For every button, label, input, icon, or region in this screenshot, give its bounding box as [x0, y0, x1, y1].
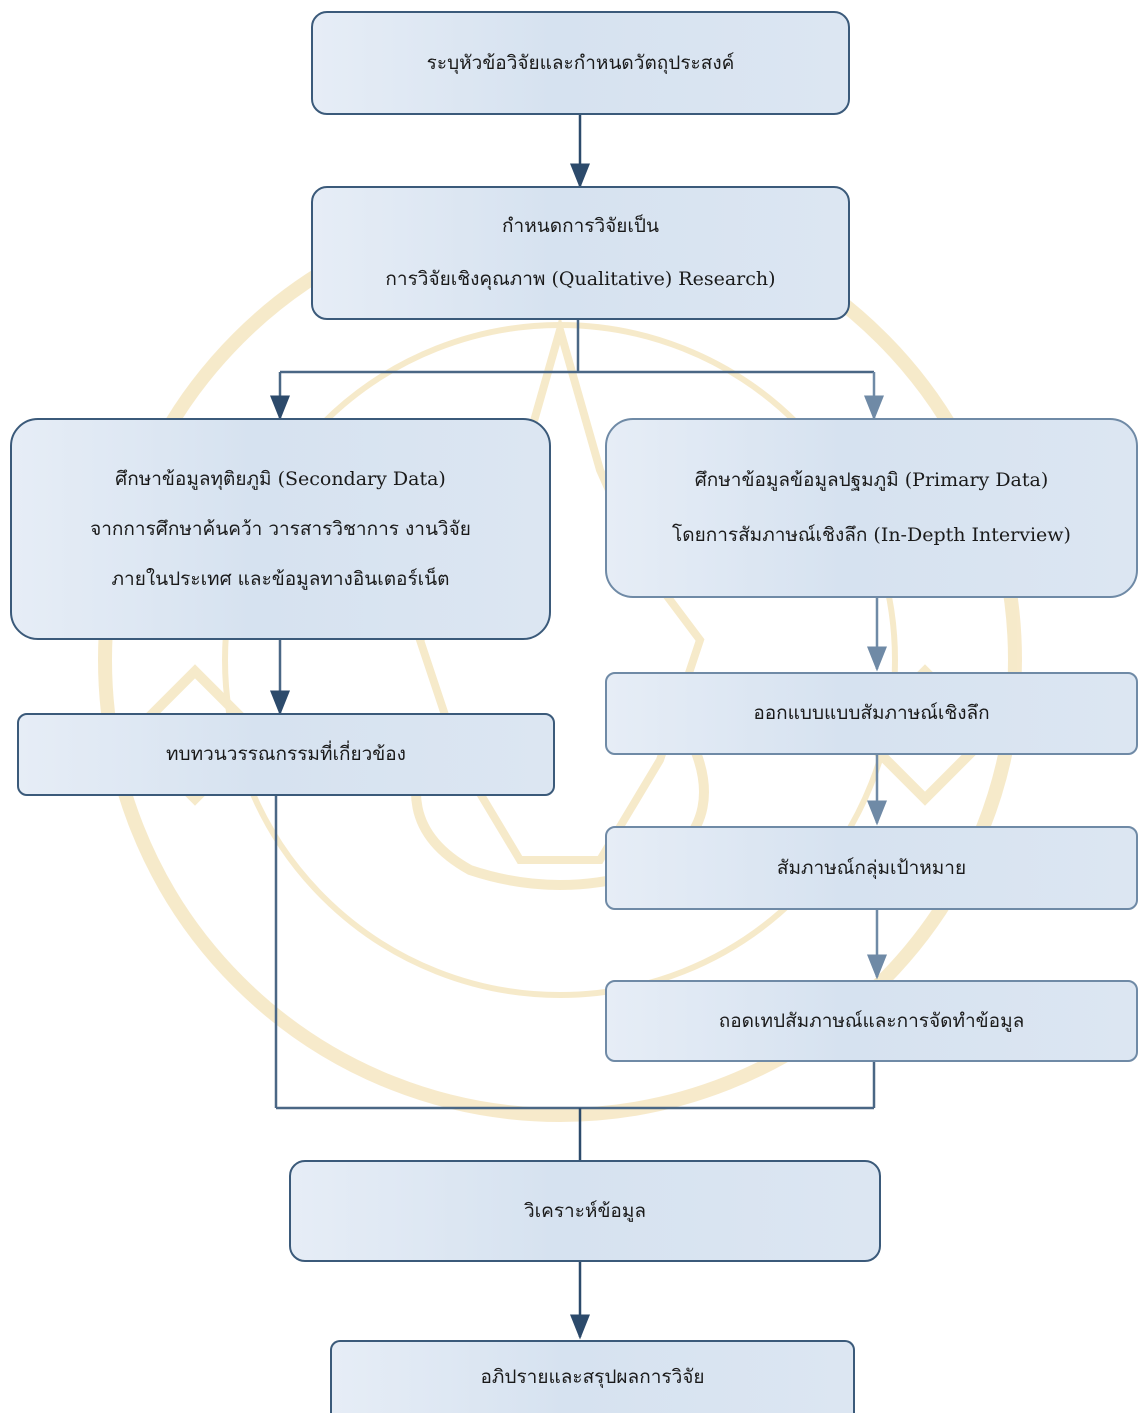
- step-design-interview-text: ออกแบบแบบสัมภาษณ์เชิงลึก: [753, 702, 990, 724]
- step-define-topic-text: ระบุหัวข้อวิจัยและกำหนดวัตถุประสงค์: [426, 51, 735, 74]
- step-conclude: อภิปรายและสรุปผลการวิจัย: [330, 1340, 855, 1413]
- step-primary-data-line2: โดยการสัมภาษณ์เชิงลึก (In-Depth Intervie…: [672, 524, 1071, 546]
- step-secondary-data: ศึกษาข้อมูลทุติยภูมิ (Secondary Data) จา…: [10, 418, 551, 640]
- step-secondary-data-line2: จากการศึกษาค้นคว้า วารสารวิชาการ งานวิจั…: [90, 517, 471, 540]
- step-primary-data-line1: ศึกษาข้อมูลข้อมูลปฐมภูมิ (Primary Data): [694, 469, 1049, 491]
- step-define-topic: ระบุหัวข้อวิจัยและกำหนดวัตถุประสงค์: [311, 11, 850, 115]
- step-design-interview: ออกแบบแบบสัมภาษณ์เชิงลึก: [605, 672, 1138, 755]
- step-secondary-data-line1: ศึกษาข้อมูลทุติยภูมิ (Secondary Data): [115, 467, 446, 490]
- step-literature-review-text: ทบทวนวรรณกรรมที่เกี่ยวข้อง: [166, 743, 406, 765]
- step-interview-target: สัมภาษณ์กลุ่มเป้าหมาย: [605, 826, 1138, 910]
- step-research-method: กำหนดการวิจัยเป็น การวิจัยเชิงคุณภาพ (Qu…: [311, 186, 850, 320]
- step-transcribe-text: ถอดเทปสัมภาษณ์และการจัดทำข้อมูล: [718, 1009, 1025, 1032]
- step-interview-target-text: สัมภาษณ์กลุ่มเป้าหมาย: [776, 856, 967, 879]
- step-analyze: วิเคราะห์ข้อมูล: [289, 1160, 881, 1262]
- step-transcribe: ถอดเทปสัมภาษณ์และการจัดทำข้อมูล: [605, 980, 1138, 1062]
- step-research-method-line1: กำหนดการวิจัยเป็น: [502, 215, 659, 237]
- step-primary-data: ศึกษาข้อมูลข้อมูลปฐมภูมิ (Primary Data) …: [605, 418, 1138, 598]
- step-secondary-data-line3: ภายในประเทศ และข้อมูลทางอินเตอร์เน็ต: [111, 567, 450, 590]
- step-conclude-text: อภิปรายและสรุปผลการวิจัย: [480, 1366, 705, 1388]
- step-literature-review: ทบทวนวรรณกรรมที่เกี่ยวข้อง: [17, 713, 555, 796]
- step-research-method-line2: การวิจัยเชิงคุณภาพ (Qualitative) Researc…: [385, 268, 776, 290]
- step-analyze-text: วิเคราะห์ข้อมูล: [523, 1199, 647, 1222]
